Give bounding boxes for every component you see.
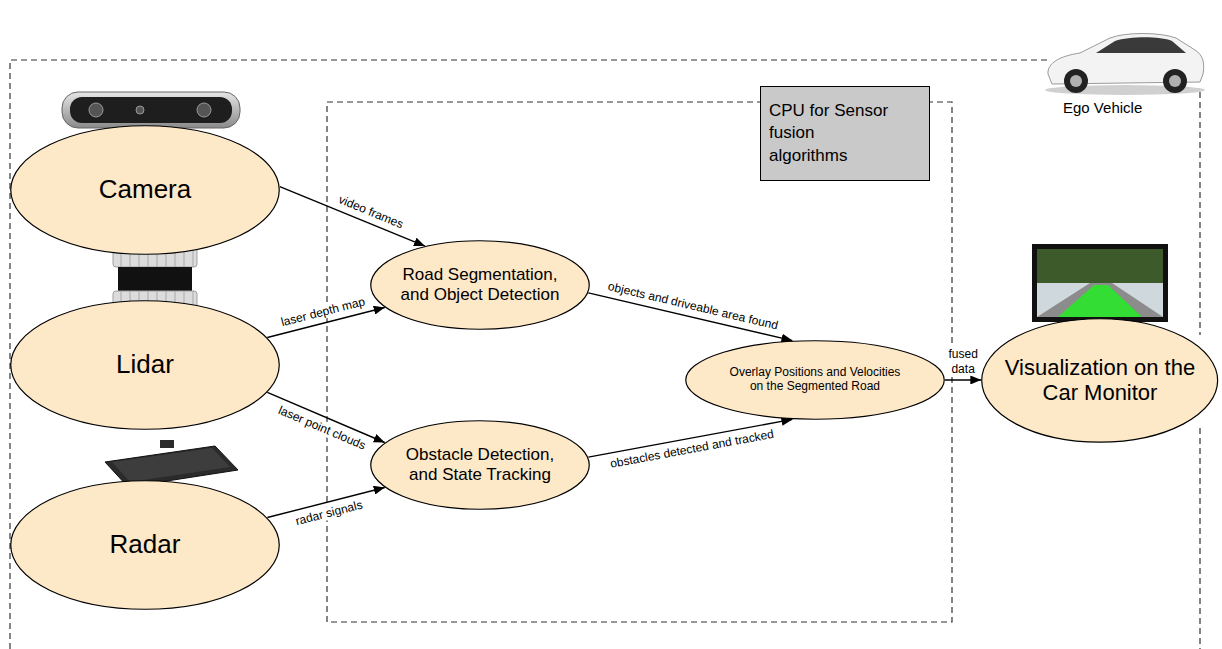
vehicle-label: Ego Vehicle [1063, 99, 1142, 116]
camera-lens [197, 103, 211, 117]
sensor-ellipse: Radar [10, 480, 280, 610]
node-text-group: Radar [10, 480, 280, 610]
node-text: Overlay Positions and Velocities on the … [726, 366, 904, 394]
sensor-ellipse: Lidar [10, 300, 280, 430]
process-ellipse: Obstacle Detection, and State Tracking [370, 420, 590, 510]
node-text: Obstacle Detection, and State Tracking [394, 445, 566, 484]
node-text: Camera [99, 175, 191, 205]
car-window [1096, 37, 1186, 53]
node-text-group: Lidar [10, 300, 280, 430]
connector-label: laser point clouds [274, 402, 369, 453]
connector-label: video frames [335, 192, 408, 233]
monitor-trees [1037, 249, 1163, 283]
ellipse-shape [686, 341, 945, 420]
vehicle-boundary [10, 60, 1050, 649]
connector-group [267, 187, 981, 518]
camera-lens [89, 103, 103, 117]
sensor-ellipse: Camera [10, 125, 280, 255]
node-text-group: CPU for Sensor fusion algorithms [760, 86, 930, 181]
car-wheel [1169, 75, 1181, 87]
node-text: Road Segmentation, and Object Detection [394, 265, 566, 304]
node-text-group: Road Segmentation, and Object Detection [370, 240, 590, 330]
node-text-group: Visualization on the Car Monitor [981, 318, 1218, 443]
ellipse-shape [371, 421, 590, 510]
monitor-road [1037, 283, 1163, 317]
camera-lens [136, 106, 144, 114]
camera-face [70, 97, 232, 123]
ellipse-shape [11, 481, 280, 610]
fusion-ellipse: Overlay Positions and Velocities on the … [685, 340, 945, 420]
radar-connector [160, 440, 174, 448]
car-wheel [1163, 69, 1187, 93]
lidar-window [118, 267, 192, 291]
process-ellipse: Road Segmentation, and Object Detection [370, 240, 590, 330]
connector-label: fused data [946, 347, 979, 376]
processor-label-box: CPU for Sensor fusion algorithms [760, 86, 930, 181]
ellipse-shape [371, 241, 590, 330]
node-text: CPU for Sensor fusion algorithms [769, 100, 893, 166]
node-text-group: Camera [10, 125, 280, 255]
arrow-connector [280, 187, 425, 246]
car-wheel [1064, 69, 1088, 93]
box-shape [761, 87, 930, 181]
node-text-group: Overlay Positions and Velocities on the … [685, 340, 945, 420]
camera-device [62, 92, 240, 128]
ellipse-shape [11, 301, 280, 430]
connector-label: objects and driveable area found [605, 279, 782, 334]
monitor-frame [1032, 244, 1168, 322]
node-text: Radar [110, 530, 181, 560]
radar-face [112, 448, 230, 482]
node-text-group: Obstacle Detection, and State Tracking [370, 420, 590, 510]
monitor-driveable-area [1058, 285, 1142, 317]
ellipse-shape [11, 126, 280, 255]
connector-label: laser depth map [278, 294, 369, 330]
arrow-connector [945, 379, 981, 380]
car-wheel [1070, 75, 1082, 87]
ellipse-shape [982, 318, 1218, 441]
monitor-screen [1037, 249, 1163, 317]
node-text: Visualization on the Car Monitor [998, 355, 1202, 406]
display-ellipse: Visualization on the Car Monitor [981, 318, 1218, 443]
node-text: Lidar [116, 350, 174, 380]
